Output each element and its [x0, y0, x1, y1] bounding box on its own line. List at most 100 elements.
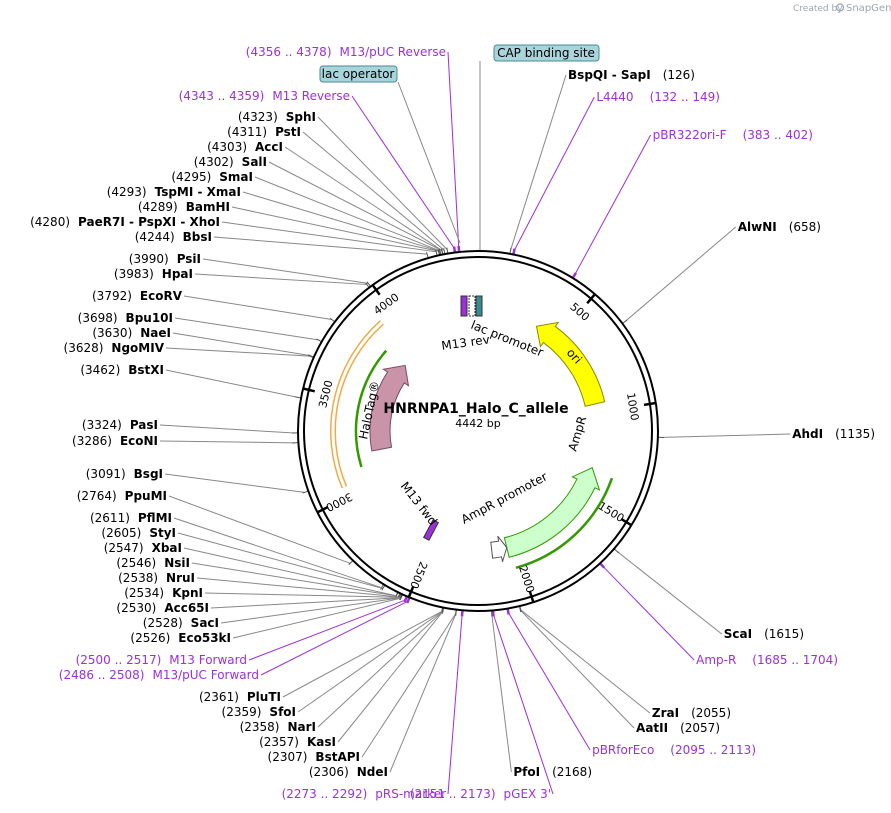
site-position: (3091) [86, 467, 126, 481]
site-position: (4295) [171, 170, 211, 184]
enzyme-label: BspQI - SapI(126) [568, 68, 695, 82]
site-leader-line [242, 191, 440, 252]
site-position: (4323) [238, 110, 278, 124]
primer-label: (4343 .. 4359)M13 Reverse [179, 89, 350, 103]
primer-label: pBRforEco(2095 .. 2113) [592, 743, 756, 757]
site-marker [506, 608, 510, 615]
site-name: AlwNI [738, 220, 777, 234]
enzyme-label: (2764)PpuMI [77, 489, 167, 503]
site-marker [438, 249, 441, 256]
site-position: (2611) [90, 511, 130, 525]
primer-label: Amp-R(1685 .. 1704) [696, 653, 838, 667]
site-leader-line [165, 347, 310, 357]
site-leader-line [520, 609, 651, 714]
enzyme-label: (2605)StyI [101, 526, 176, 540]
plasmid-name: HNRNPA1_Halo_C_allele [383, 401, 568, 417]
site-name: M13 Forward [169, 653, 247, 667]
scale-tick-label: 4000 [371, 291, 401, 318]
site-leader-line [625, 226, 737, 322]
site-name: KpnI [172, 586, 203, 600]
site-name: SmaI [219, 170, 253, 184]
site-position: (2547) [104, 541, 144, 555]
site-position: (2095 .. 2113) [670, 743, 756, 757]
site-marker [380, 584, 385, 590]
site-marker [460, 610, 464, 617]
enzyme-label: (4244)BbsI [135, 230, 212, 244]
site-marker [366, 281, 371, 287]
site-name: pGEX 3' [504, 787, 551, 801]
enzyme-label: (3792)EcoRV [92, 289, 183, 303]
site-leader-line [191, 562, 397, 597]
site-name: NgoMIV [111, 341, 164, 355]
site-leader-line [196, 577, 399, 598]
ampr-promoter-label: AmpR promoter [459, 469, 550, 526]
enzyme-label: (3698)Bpu10I [78, 311, 173, 325]
site-name: PflMI [138, 511, 172, 525]
enzyme-label: (3630)NaeI [92, 326, 171, 340]
site-name: NaeI [140, 326, 171, 340]
site-leader-line [574, 134, 652, 275]
site-position: (3990) [129, 252, 169, 266]
site-name: BsgI [134, 467, 163, 481]
scale-tick-500 [586, 293, 596, 305]
site-position: (3698) [78, 311, 118, 325]
site-position: (4289) [138, 200, 178, 214]
site-leader-line [221, 221, 437, 253]
site-position: (2534) [124, 586, 164, 600]
scale-tick-3000 [316, 505, 329, 514]
site-position: (2605) [101, 526, 141, 540]
site-leader-line [361, 613, 457, 758]
site-name: AhdI [792, 427, 823, 441]
backbone [297, 250, 659, 612]
primer-label: (4356 .. 4378)M13/pUC Reverse [246, 45, 446, 59]
site-name: M13/pUC Reverse [340, 45, 447, 59]
enzyme-label: (2547)XbaI [104, 541, 182, 555]
enzyme-label: (2534) KpnI [124, 586, 203, 600]
site-position: (2361) [199, 690, 239, 704]
site-marker [406, 596, 411, 604]
scale-tick-2000 [528, 590, 535, 603]
ampr-feature [503, 466, 601, 558]
site-leader-line [165, 369, 298, 398]
site-position: (2486 .. 2508) [59, 668, 145, 682]
m13-fwd-label: M13 fwd [398, 479, 440, 528]
site-leader-line [492, 614, 554, 795]
site-position: (2500 .. 2517) [76, 653, 162, 667]
site-leader-line [282, 610, 443, 698]
site-position: (3286) [72, 434, 112, 448]
site-name: EcoRV [140, 289, 183, 303]
scale-tick-3500 [302, 387, 316, 393]
site-name: SacI [191, 616, 219, 630]
site-leader-line [284, 146, 443, 251]
site-marker [446, 247, 449, 254]
site-marker [381, 584, 386, 591]
site-position: (4280) [30, 215, 70, 229]
site-name: BamHI [186, 200, 230, 214]
site-position: (4303) [207, 140, 247, 154]
enzyme-label: (4323)SphI [238, 110, 316, 124]
enzyme-label: (2526)Eco53kI [130, 631, 231, 645]
site-name: BstAPI [315, 750, 360, 764]
site-leader-line [194, 273, 367, 285]
lac-operator-leader [397, 81, 461, 244]
site-leader-line [159, 424, 295, 434]
scale-tick-1500 [620, 517, 633, 527]
enzyme-label: (3628)NgoMIV [64, 341, 165, 355]
enzyme-label: (2359)SfoI [222, 705, 296, 719]
halotag-green-orf [354, 349, 388, 468]
site-position: (2546) [116, 556, 156, 570]
site-name: NsiI [164, 556, 190, 570]
m13-rev-label: M13 rev [440, 332, 490, 353]
site-name: Eco53kI [178, 631, 231, 645]
site-leader-line [204, 592, 400, 598]
site-position: (2359) [222, 705, 262, 719]
scale-tick-label: 1500 [596, 499, 627, 525]
site-name: BspQI - SapI [568, 68, 651, 82]
site-marker [399, 594, 404, 601]
site-position: (2057) [680, 721, 720, 735]
site-leader-line [351, 95, 455, 249]
site-leader-line [317, 116, 448, 250]
site-position: (658) [789, 220, 821, 234]
enzyme-label: (4311)PstI [227, 125, 301, 139]
